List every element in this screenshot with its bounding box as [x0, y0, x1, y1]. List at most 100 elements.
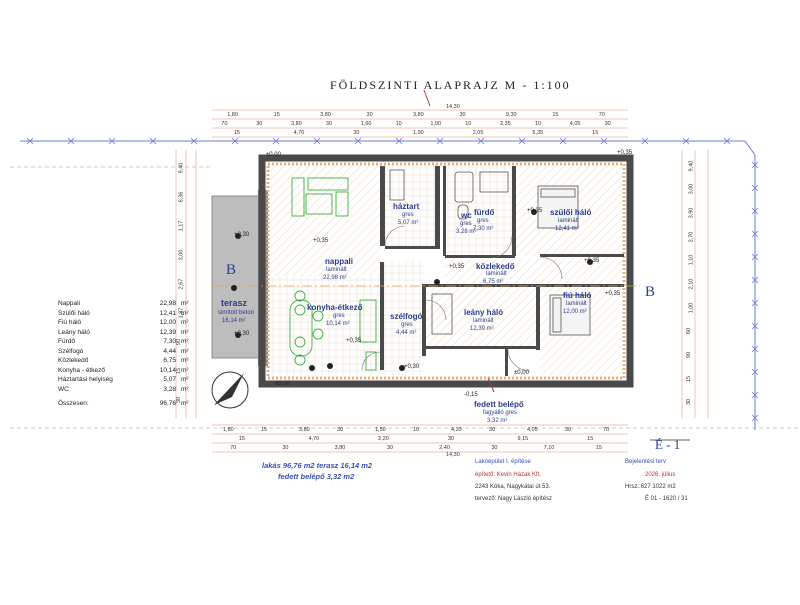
title-block-plan-type: Bejelentési terv: [625, 459, 667, 465]
room-area-furdo: 7,30 m²: [473, 226, 494, 232]
plan-title: FÖLDSZINTI ALAPRAJZ M - 1:100: [330, 78, 571, 92]
dimension-label: 3,90: [688, 207, 695, 219]
fence-post: [477, 137, 485, 145]
level-mark: +0,30: [234, 232, 250, 238]
level-mark: +0,35: [617, 150, 633, 156]
room-finish-kozlekedo: laminált: [486, 271, 507, 277]
room-area-fiu: 12,00 m²: [563, 309, 587, 315]
dimension-label: 2,05: [472, 130, 484, 136]
room-finish-furdo: gres: [477, 218, 489, 224]
area-table-unit: m²: [181, 300, 189, 307]
dimension-total-bottom: 14,30: [446, 452, 460, 458]
dimension-label: 1,80: [227, 112, 238, 118]
room-finish-terasz: simított beton: [218, 310, 255, 316]
title-block-parcel: Hrsz.:627 1022 m2: [625, 484, 676, 490]
area-table-unit: m²: [181, 319, 189, 326]
dimension-label: 1,60: [360, 121, 372, 127]
level-mark: ±0,00: [514, 370, 529, 376]
dimension-label: 30: [366, 112, 373, 118]
level-symbol: [231, 285, 237, 291]
doors: [361, 225, 563, 372]
dimension-label: 3,00: [178, 249, 185, 261]
area-table-name: Leány háló: [58, 328, 90, 336]
dimension-label: 3,00: [688, 184, 695, 195]
fence-post: [436, 137, 444, 145]
dimension-label: 70: [598, 112, 605, 118]
fence-post: [641, 137, 649, 145]
section-mark-right: B: [645, 284, 656, 300]
dimension-label: 7,10: [543, 445, 555, 451]
area-table-value: 6,75: [163, 357, 176, 364]
dimension-label: 3,80: [299, 427, 310, 433]
dimension-label: 2,70: [688, 231, 695, 243]
dimension-label: 3,80: [291, 121, 302, 127]
title-block-project: Lakóépület I. építése: [475, 459, 531, 465]
area-table-value: 12,39: [159, 328, 176, 336]
dimension-label: 15: [233, 130, 240, 136]
room-area-fedett: 3,32 m²: [487, 418, 508, 424]
dimension-label: 10: [534, 121, 542, 127]
room-area-haztart: 5,07 m²: [398, 220, 419, 226]
room-finish-wc: gres: [460, 221, 472, 227]
area-table-name: WC: [58, 385, 69, 393]
area-table-name: Szélfogó: [58, 347, 84, 355]
dimension-label: 3,80: [413, 112, 424, 118]
level-symbol: [531, 209, 537, 215]
fence-post: [518, 137, 526, 145]
level-mark: +0,35: [605, 291, 621, 297]
area-table-unit: m²: [181, 376, 189, 383]
room-label-terasz: terasz: [221, 298, 248, 308]
room-area-szelfogo: 4,44 m²: [396, 330, 417, 336]
level-mark: +0,35: [527, 208, 543, 214]
fence-post: [272, 137, 280, 145]
fence-post: [751, 345, 759, 353]
area-table-name: Fürdő: [58, 338, 75, 345]
level-symbol: [327, 363, 333, 369]
fence-crosses: [26, 137, 759, 422]
dimension-label: 10: [395, 121, 402, 127]
area-table-value: 10,14: [159, 366, 176, 374]
dimension-label: 70: [603, 427, 610, 433]
area-table-name: Konyha - étkező: [58, 366, 105, 374]
title-block-designer: tervező: Nagy László építész: [475, 496, 553, 502]
room-finish-konyha: gres: [333, 313, 345, 319]
fence-post: [67, 137, 75, 145]
insulation-layer: [266, 162, 626, 380]
area-table-name: Háztartási helyiség: [58, 376, 113, 383]
fence-post: [751, 391, 759, 399]
fence-post: [559, 137, 567, 145]
fence-post: [26, 137, 34, 145]
area-table-value: 3,28: [163, 385, 176, 393]
dimension-label: 2,67: [178, 278, 185, 290]
title-block-date: 2026. július: [645, 472, 676, 478]
room-label-fedett: fedett belépő: [474, 400, 524, 409]
dimension-label: 9,40: [688, 160, 695, 172]
fence-post: [149, 137, 157, 145]
dimension-label: 1,17: [178, 220, 185, 232]
room-area-nappali: 22,98 m²: [323, 275, 347, 281]
dimension-label: 10: [413, 427, 420, 433]
dimension-label: 15: [592, 130, 599, 136]
dimension-label: 4,70: [308, 436, 320, 442]
dimension-label: 4,05: [527, 427, 538, 433]
room-area-kozlekedo: 6,75 m²: [483, 279, 504, 285]
area-table-name: Nappali: [58, 300, 81, 307]
room-finish-fiu: laminált: [566, 301, 587, 307]
dimension-label: 2,40: [439, 445, 450, 451]
dimension-label: 1,00: [430, 121, 442, 127]
dimension-label: 30: [604, 121, 611, 127]
dimension-label: 70: [221, 121, 228, 127]
level-mark: +0,30: [234, 331, 250, 337]
dimension-label: 30: [489, 427, 496, 433]
dimension-label: 10: [465, 121, 472, 127]
fixtures: [389, 169, 591, 336]
dimension-label: 1,00: [688, 302, 695, 313]
room-label-wc: wc: [461, 211, 472, 220]
level-markers: [231, 209, 593, 371]
